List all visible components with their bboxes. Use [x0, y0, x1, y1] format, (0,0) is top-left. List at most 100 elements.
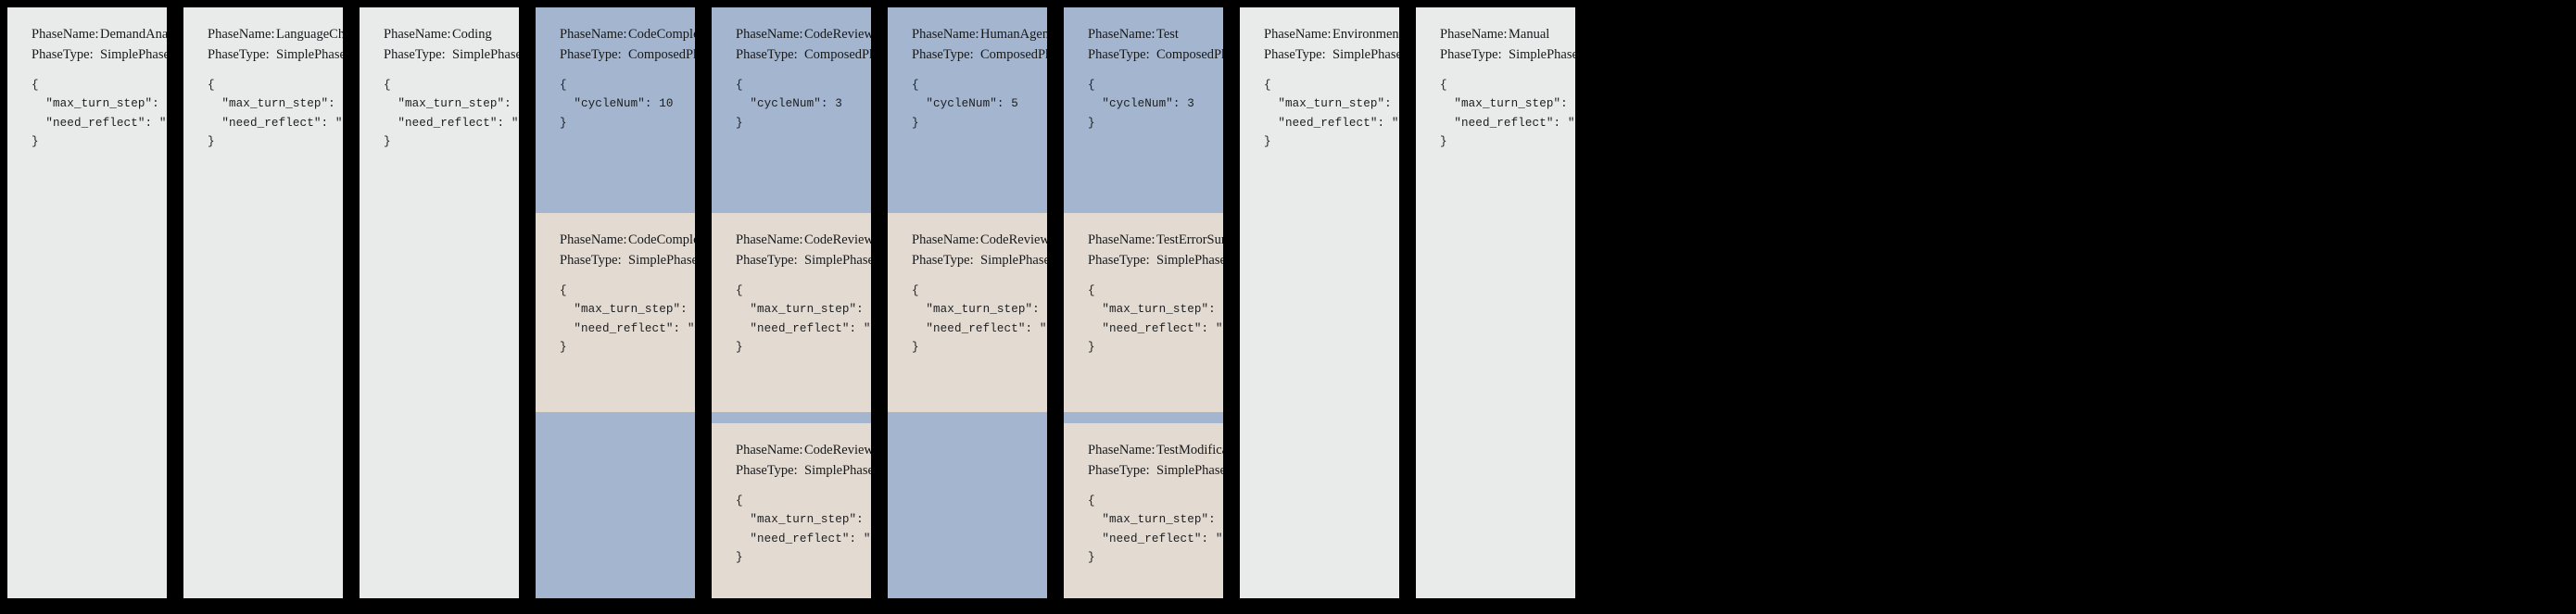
- code-complete-phase-type-label-row: PhaseType: SimplePhase: [560, 250, 695, 270]
- code-review-modification-meta: PhaseName:CodeReviewModificationPhaseTyp…: [736, 440, 871, 482]
- test-modification-phase-type-label: PhaseType:: [1088, 463, 1150, 479]
- test-modification-config-json: { "max_turn_step": 1, "need_reflect": "F…: [1088, 494, 1223, 565]
- human-agent-interaction-config-json: { "cycleNum": 5 }: [912, 78, 1018, 130]
- panel-filler-environment-doc: [1240, 151, 1399, 598]
- code-complete-phase-type-label: PhaseType:: [560, 253, 622, 269]
- test-error-summary-phase-name-value: TestErrorSummary: [1156, 232, 1223, 247]
- demand-analysis-phase-type-value: SimplePhase: [100, 47, 167, 63]
- code-complete-meta: PhaseName:CodeCompletePhaseType:SimplePh…: [560, 230, 695, 271]
- phase-panel-language-choose[interactable]: PhaseName:LanguageChoosePhaseType:Simple…: [183, 7, 343, 598]
- code-complete-phase-name-label: PhaseName:: [560, 232, 627, 247]
- test-error-summary-config-json: { "max_turn_step": 1, "need_reflect": "F…: [1088, 283, 1223, 355]
- phase-header-demand-analysis: PhaseName:DemandAnalysisPhaseType:Simple…: [7, 7, 167, 152]
- language-choose-config-json: { "max_turn_step": -1, "need_reflect": "…: [208, 78, 343, 149]
- manual-phase-name-value: Manual: [1509, 27, 1550, 42]
- phase-header-human-agent-interaction: PhaseName:HumanAgentInteractionPhaseType…: [888, 7, 1047, 213]
- code-review-config-json: { "cycleNum": 3 }: [736, 78, 842, 130]
- environment-doc-config-json: { "max_turn_step": 1, "need_reflect": "T…: [1264, 78, 1399, 149]
- test-error-summary-phase-name-label-row: PhaseName:TestErrorSummary: [1088, 230, 1223, 250]
- human-agent-interaction-phase-type-label-row: PhaseType:ComposedPhase: [912, 44, 1047, 65]
- subphase-code-review-human: PhaseName:CodeReviewHumanPhaseType:Simpl…: [888, 213, 1047, 412]
- environment-doc-phase-type-label-row: PhaseType:SimplePhase: [1264, 44, 1399, 65]
- human-agent-interaction-phase-name-label: PhaseName:: [912, 27, 979, 42]
- code-complete-all-config-json: { "cycleNum": 10 }: [560, 78, 674, 130]
- code-review-modification-phase-type-value: SimplePhase: [804, 463, 871, 479]
- coding-phase-name-label: PhaseName:: [384, 27, 451, 42]
- phase-panel-inner-environment-doc: PhaseName:EnvironmentDocPhaseType:Simple…: [1240, 7, 1399, 598]
- code-review-human-phase-name-label: PhaseName:: [912, 232, 979, 247]
- code-review-comment-phase-type-value: SimplePhase: [804, 253, 871, 269]
- test-phase-name-label-row: PhaseName:Test: [1088, 24, 1223, 44]
- code-review-comment-phase-name-label: PhaseName:: [736, 232, 803, 247]
- phase-panel-environment-doc[interactable]: PhaseName:EnvironmentDocPhaseType:Simple…: [1240, 7, 1399, 598]
- coding-phase-type-label-row: PhaseType: SimplePhase: [384, 44, 519, 65]
- phase-panel-inner-code-review: PhaseName:CodeReviewPhaseType:ComposedPh…: [712, 7, 871, 598]
- demand-analysis-config-json: { "max_turn_step": -1, "need_reflect": "…: [32, 78, 167, 149]
- coding-phase-name-label-row: PhaseName:Coding: [384, 24, 519, 44]
- manual-phase-name-label: PhaseName:: [1440, 27, 1508, 42]
- code-review-modification-phase-type-label: PhaseType:: [736, 463, 798, 479]
- test-error-summary-phase-type-label: PhaseType:: [1088, 253, 1150, 269]
- test-phase-type-value: ComposedPhase: [1156, 47, 1223, 63]
- phase-panel-human-agent-interaction[interactable]: PhaseName:HumanAgentInteractionPhaseType…: [888, 7, 1047, 598]
- code-review-human-phase-type-label-row: PhaseType:SimplePhase: [912, 250, 1047, 270]
- code-complete-phase-type-value: SimplePhase: [628, 253, 695, 269]
- environment-doc-phase-type-label: PhaseType:: [1264, 47, 1326, 63]
- human-agent-interaction-phase-type-value: ComposedPhase: [980, 47, 1047, 63]
- panel-filler-language-choose: [183, 151, 343, 598]
- phase-panel-code-review[interactable]: PhaseName:CodeReviewPhaseType:ComposedPh…: [712, 7, 871, 598]
- test-modification-meta: PhaseName:TestModificationPhaseType:Simp…: [1088, 440, 1223, 482]
- phase-panel-inner-human-agent-interaction: PhaseName:HumanAgentInteractionPhaseType…: [888, 7, 1047, 598]
- code-review-comment-phase-type-label: PhaseType:: [736, 253, 798, 269]
- subphase-divider-code-review-1: [712, 412, 871, 423]
- test-phase-type-label-row: PhaseType:ComposedPhase: [1088, 44, 1223, 65]
- code-review-meta: PhaseName:CodeReviewPhaseType:ComposedPh…: [736, 24, 871, 66]
- human-agent-interaction-meta: PhaseName:HumanAgentInteractionPhaseType…: [912, 24, 1047, 66]
- coding-phase-type-value: SimplePhase: [452, 47, 519, 63]
- subphase-test-error-summary: PhaseName:TestErrorSummaryPhaseType: Simp…: [1064, 213, 1223, 412]
- code-complete-all-phase-name-value: CodeCompleteAll: [628, 27, 695, 42]
- code-complete-all-phase-name-label: PhaseName:: [560, 27, 627, 42]
- demand-analysis-meta: PhaseName:DemandAnalysisPhaseType:Simple…: [32, 24, 167, 66]
- phase-panel-demand-analysis[interactable]: PhaseName:DemandAnalysisPhaseType:Simple…: [7, 7, 167, 598]
- subphase-test-modification: PhaseName:TestModificationPhaseType:Simp…: [1064, 423, 1223, 598]
- code-complete-all-meta: PhaseName:CodeCompleteAllPhaseType:Compo…: [560, 24, 695, 66]
- test-config-json: { "cycleNum": 3 }: [1088, 78, 1194, 130]
- manual-config-json: { "max_turn_step": 1, "need_reflect": "F…: [1440, 78, 1575, 149]
- language-choose-phase-type-label-row: PhaseType:SimplePhase: [208, 44, 343, 65]
- test-error-summary-meta: PhaseName:TestErrorSummaryPhaseType: Simp…: [1088, 230, 1223, 271]
- panel-filler-human-agent-interaction: [888, 412, 1047, 598]
- test-phase-name-value: Test: [1156, 27, 1179, 42]
- subphase-code-review-modification: PhaseName:CodeReviewModificationPhaseTyp…: [712, 423, 871, 598]
- code-review-comment-config-json: { "max_turn_step": 1, "need_reflect": "F…: [736, 283, 871, 355]
- demand-analysis-phase-name-value: DemandAnalysis: [100, 27, 167, 42]
- code-review-comment-phase-name-value: CodeReviewComment: [804, 232, 871, 247]
- code-review-phase-type-label-row: PhaseType:ComposedPhase: [736, 44, 871, 65]
- panel-filler-code-complete-all: [536, 412, 695, 598]
- code-review-comment-phase-type-label-row: PhaseType: SimplePhase: [736, 250, 871, 270]
- code-review-phase-type-label: PhaseType:: [736, 47, 798, 63]
- subphase-code-complete: PhaseName:CodeCompletePhaseType:SimplePh…: [536, 213, 695, 412]
- coding-phase-type-label: PhaseType:: [384, 47, 446, 63]
- code-review-comment-phase-name-label-row: PhaseName:CodeReviewComment: [736, 230, 871, 250]
- phase-panel-code-complete-all[interactable]: PhaseName:CodeCompleteAllPhaseType:Compo…: [536, 7, 695, 598]
- code-review-comment-meta: PhaseName:CodeReviewCommentPhaseType: Sim…: [736, 230, 871, 271]
- phase-header-language-choose: PhaseName:LanguageChoosePhaseType:Simple…: [183, 7, 343, 152]
- test-error-summary-phase-type-value: SimplePhase: [1156, 253, 1223, 269]
- test-modification-phase-type-value: SimplePhase: [1156, 463, 1223, 479]
- language-choose-phase-name-label: PhaseName:: [208, 27, 275, 42]
- demand-analysis-phase-type-label-row: PhaseType:SimplePhase: [32, 44, 167, 65]
- manual-phase-type-label-row: PhaseType:SimplePhase: [1440, 44, 1575, 65]
